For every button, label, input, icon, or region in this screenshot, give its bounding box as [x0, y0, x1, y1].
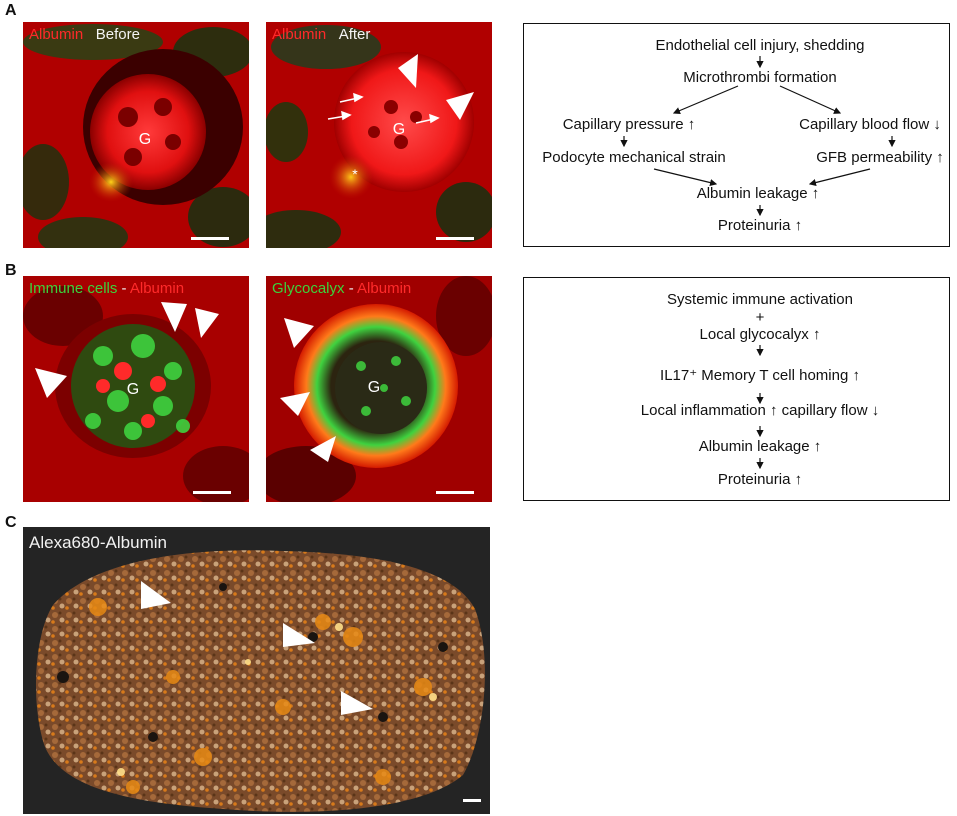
- scale-bar: [191, 237, 229, 240]
- arrowhead-marker: [398, 54, 418, 88]
- scale-bar: [463, 799, 481, 802]
- flow-node: Proteinuria ↑: [717, 217, 803, 234]
- flow-arrow: [808, 168, 871, 187]
- flow-node: Albumin leakage ↑: [696, 185, 820, 202]
- glomerulus-label: G: [392, 121, 406, 138]
- flow-node: Capillary blood flow ↓: [799, 116, 941, 133]
- flow-arrows-b: [756, 345, 764, 470]
- micrograph-b-immune: Immune cells - Albumin G: [23, 276, 249, 502]
- micrograph-b-glycocalyx: Glycocalyx - Albumin G: [266, 276, 492, 502]
- arrowhead-marker: [446, 92, 474, 120]
- arrowhead-marker: [341, 691, 373, 715]
- glomerulus-label: G: [138, 131, 152, 148]
- flow-node: Systemic immune activation: [667, 291, 853, 308]
- arrowhead-marker: [141, 581, 171, 609]
- arrowhead-marker: [310, 436, 336, 462]
- arrowhead-marker: [280, 392, 310, 416]
- micrograph-b-glycocalyx-art: [266, 276, 492, 502]
- flow-node: +: [755, 309, 765, 326]
- flow-box-a: Endothelial cell injury, shedding Microt…: [523, 23, 950, 247]
- flow-arrow: [779, 85, 842, 114]
- micrograph-b-immune-art: [23, 276, 249, 502]
- arrowhead-marker: [284, 318, 314, 348]
- flow-node: Capillary pressure ↑: [562, 116, 696, 133]
- micrograph-b-immune-label: Immune cells - Albumin: [29, 280, 185, 297]
- arrowhead-marker: [283, 623, 315, 647]
- flow-arrow: [672, 85, 739, 114]
- flow-node: Podocyte mechanical strain: [542, 149, 726, 166]
- micrograph-a-before-art: [23, 22, 249, 248]
- asterisk-marker: *: [352, 166, 358, 182]
- micrograph-a-after-label: Albumin After: [272, 26, 371, 43]
- micrograph-c-kidney: Alexa680-Albumin: [23, 527, 490, 814]
- flow-node: Albumin leakage ↑: [698, 438, 822, 455]
- arrowhead-marker: [195, 308, 219, 338]
- glomerulus-label: G: [126, 381, 140, 398]
- flow-node: Proteinuria ↑: [717, 471, 803, 488]
- panel-letter-c: C: [5, 514, 17, 531]
- micrograph-a-after-art: [266, 22, 492, 248]
- micrograph-b-glycocalyx-label: Glycocalyx - Albumin: [272, 280, 412, 297]
- panel-letter-a: A: [5, 2, 17, 19]
- flow-arrow: [653, 168, 718, 187]
- flow-node: IL17⁺ Memory T cell homing ↑: [660, 367, 860, 384]
- glomerulus-label: G: [367, 379, 381, 396]
- flow-node: Local glycocalyx ↑: [699, 326, 821, 343]
- flow-node: Microthrombi formation: [683, 69, 837, 86]
- kidney-section-art: [35, 550, 485, 812]
- kidney-image-title: Alexa680-Albumin: [29, 533, 167, 552]
- panel-letter-b: B: [5, 262, 17, 279]
- scale-bar: [436, 491, 474, 494]
- flow-box-b: Systemic immune activation + Local glyco…: [523, 277, 950, 501]
- micrograph-a-after: Albumin After G *: [266, 22, 492, 248]
- flow-node: Local inflammation ↑ capillary flow ↓: [640, 402, 880, 419]
- micrograph-a-before-label: Albumin Before: [29, 26, 140, 43]
- arrowhead-marker: [35, 368, 67, 398]
- micrograph-a-before: Albumin Before G: [23, 22, 249, 248]
- arrow-markers: [327, 54, 474, 124]
- flow-node: Endothelial cell injury, shedding: [655, 37, 865, 54]
- flow-node: GFB permeability ↑: [816, 149, 944, 166]
- flow-arrows-a: [620, 56, 896, 217]
- scale-bar: [193, 491, 231, 494]
- arrowhead-marker: [161, 302, 187, 332]
- scale-bar: [436, 237, 474, 240]
